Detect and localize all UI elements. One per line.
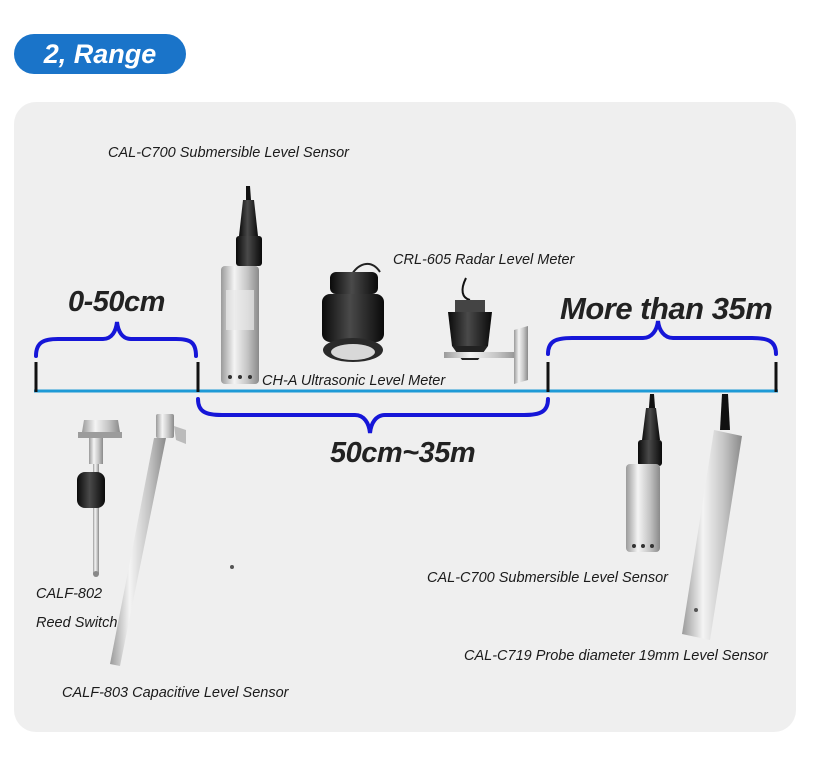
bracket-low bbox=[34, 321, 198, 358]
calf-803-capacitive-sensor-image bbox=[110, 414, 186, 666]
label-calf-803: CALF-803 Capacitive Level Sensor bbox=[62, 685, 289, 701]
ch-a-ultrasonic-meter-image bbox=[322, 263, 384, 362]
bracket-mid bbox=[196, 397, 550, 434]
cal-c700-sensor-image-bottom bbox=[626, 394, 662, 552]
range-label-low: 0-50cm bbox=[68, 286, 165, 318]
cal-c700-sensor-image-top bbox=[221, 186, 262, 384]
range-label-high: More than 35m bbox=[560, 291, 773, 326]
crl-605-radar-meter-image bbox=[444, 277, 528, 384]
bracket-high bbox=[546, 320, 778, 356]
calf-802-reed-switch-image bbox=[77, 420, 122, 577]
range-label-mid: 50cm~35m bbox=[330, 437, 476, 469]
label-cal-c719: CAL-C719 Probe diameter 19mm Level Senso… bbox=[464, 648, 768, 664]
label-crl-605: CRL-605 Radar Level Meter bbox=[393, 252, 575, 268]
label-calf-802: CALF-802 bbox=[36, 586, 103, 602]
label-reed-switch: Reed Switch bbox=[36, 615, 118, 631]
label-ch-a: CH-A Ultrasonic Level Meter bbox=[262, 373, 446, 389]
label-cal-c700-top: CAL-C700 Submersible Level Sensor bbox=[108, 145, 349, 161]
label-cal-c700-bottom: CAL-C700 Submersible Level Sensor bbox=[427, 570, 668, 586]
cal-c719-probe-image bbox=[682, 394, 742, 640]
range-ticks bbox=[34, 362, 778, 392]
section-title: 2, Range bbox=[14, 34, 186, 74]
marker-dot bbox=[230, 565, 234, 569]
